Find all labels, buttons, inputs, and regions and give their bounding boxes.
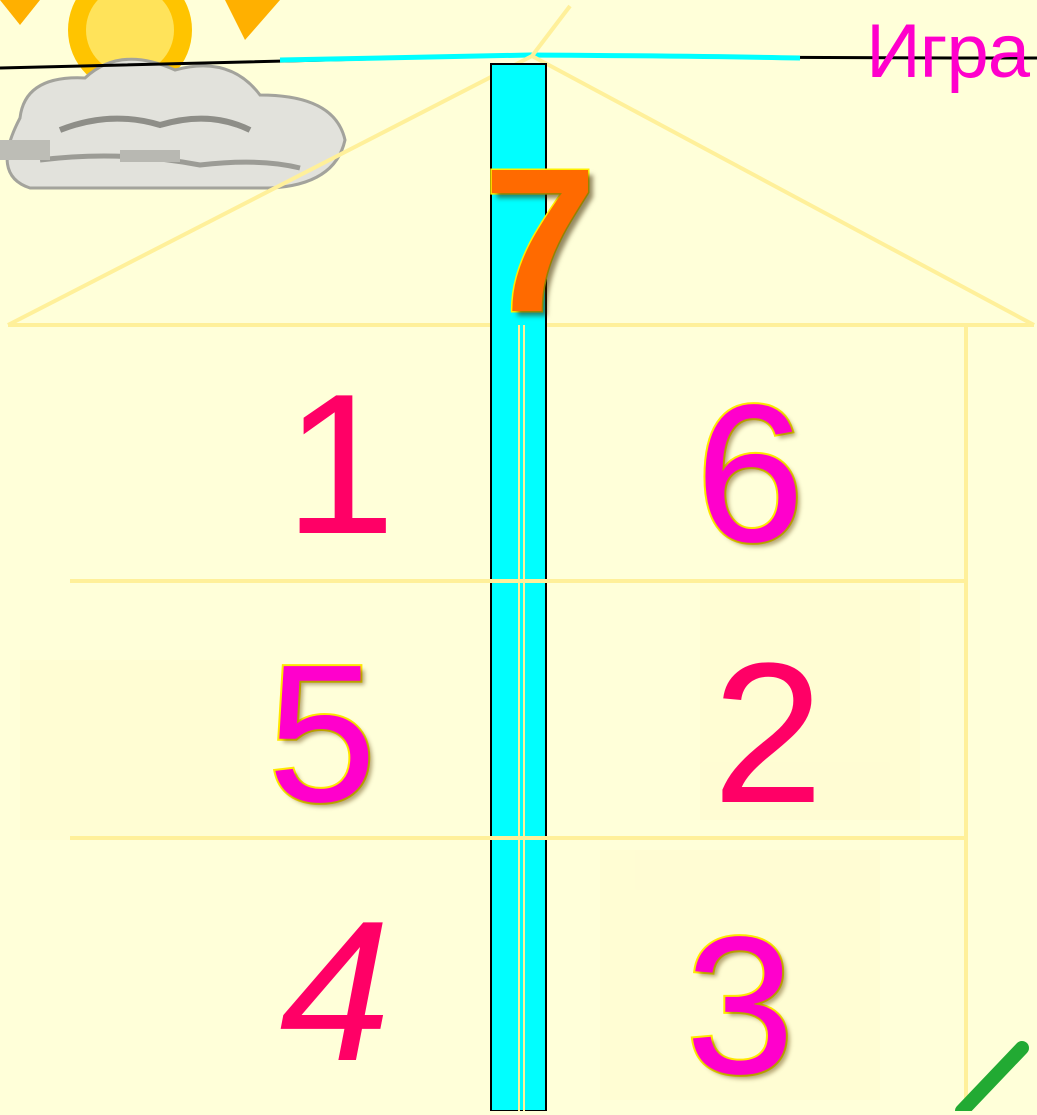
room-1-left-number: 1 xyxy=(250,365,430,565)
room-2-left-number: 5 xyxy=(232,636,412,832)
page-title: Игра xyxy=(866,14,1029,90)
room-2-right-number: 2 xyxy=(678,634,858,834)
check-mark-icon xyxy=(962,1048,1022,1111)
room-1-right-number: 6 xyxy=(660,376,840,572)
roof-number: 7 xyxy=(470,138,610,343)
room-3-right-number: 3 xyxy=(650,908,830,1104)
sun-behind-cloud-icon xyxy=(0,0,345,188)
room-3-left-number: 4 xyxy=(245,892,425,1092)
